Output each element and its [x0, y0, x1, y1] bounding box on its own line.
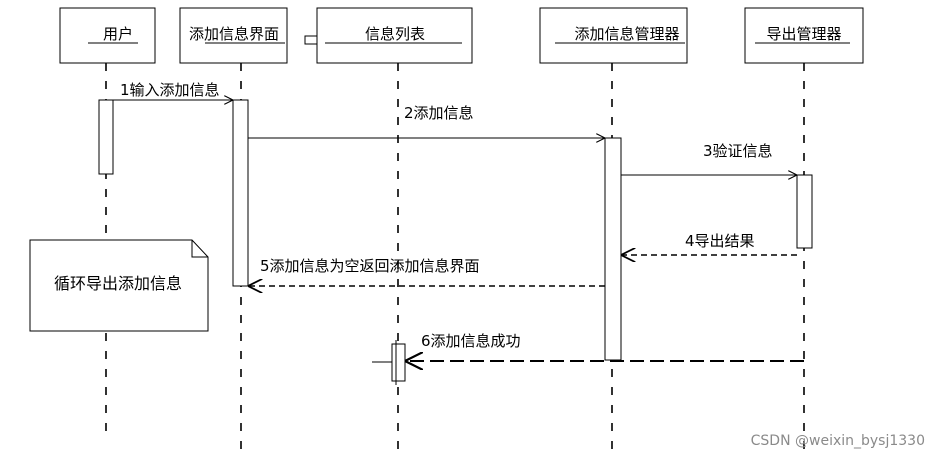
participant-user: 用户 [59, 7, 156, 64]
message-1: 1输入添加信息 [113, 81, 233, 100]
loop-note: 循环导出添加信息 [29, 239, 209, 332]
activation-add-info-manager [604, 137, 622, 361]
participant-add-info-manager-label: 添加信息管理器 [574, 25, 679, 43]
participant-info-list: 信息列表 [304, 7, 473, 64]
message-3: 3验证信息 [621, 142, 797, 175]
participant-user-label: 用户 [103, 25, 133, 43]
watermark: CSDN @weixin_bysj1330 [751, 433, 925, 449]
message-1-label: 1输入添加信息 [120, 81, 220, 99]
message-2-label: 2添加信息 [404, 104, 474, 122]
participant-export-manager-label: 导出管理器 [766, 25, 841, 43]
message-2: 2添加信息 [248, 104, 605, 138]
participant-add-info-ui-label: 添加信息界面 [189, 25, 279, 43]
message-4-label: 4导出结果 [685, 232, 755, 250]
message-6-label: 6添加信息成功 [421, 332, 521, 350]
message-6: 6添加信息成功 [405, 332, 804, 361]
participant-add-info-manager: 添加信息管理器 [539, 7, 688, 64]
message-5: 5添加信息为空返回添加信息界面 [248, 257, 605, 286]
activation-user [98, 99, 114, 175]
participant-add-info-ui: 添加信息界面 [179, 7, 288, 64]
activation-info-list [391, 343, 406, 382]
message-3-label: 3验证信息 [703, 142, 773, 160]
loop-note-label: 循环导出添加信息 [54, 274, 182, 293]
activation-export-manager [796, 174, 813, 249]
message-5-label: 5添加信息为空返回添加信息界面 [260, 257, 480, 275]
message-4: 4导出结果 [621, 232, 797, 255]
participant-info-list-label: 信息列表 [365, 25, 425, 43]
activation-add-info-ui [232, 99, 249, 287]
participant-export-manager: 导出管理器 [744, 7, 864, 64]
